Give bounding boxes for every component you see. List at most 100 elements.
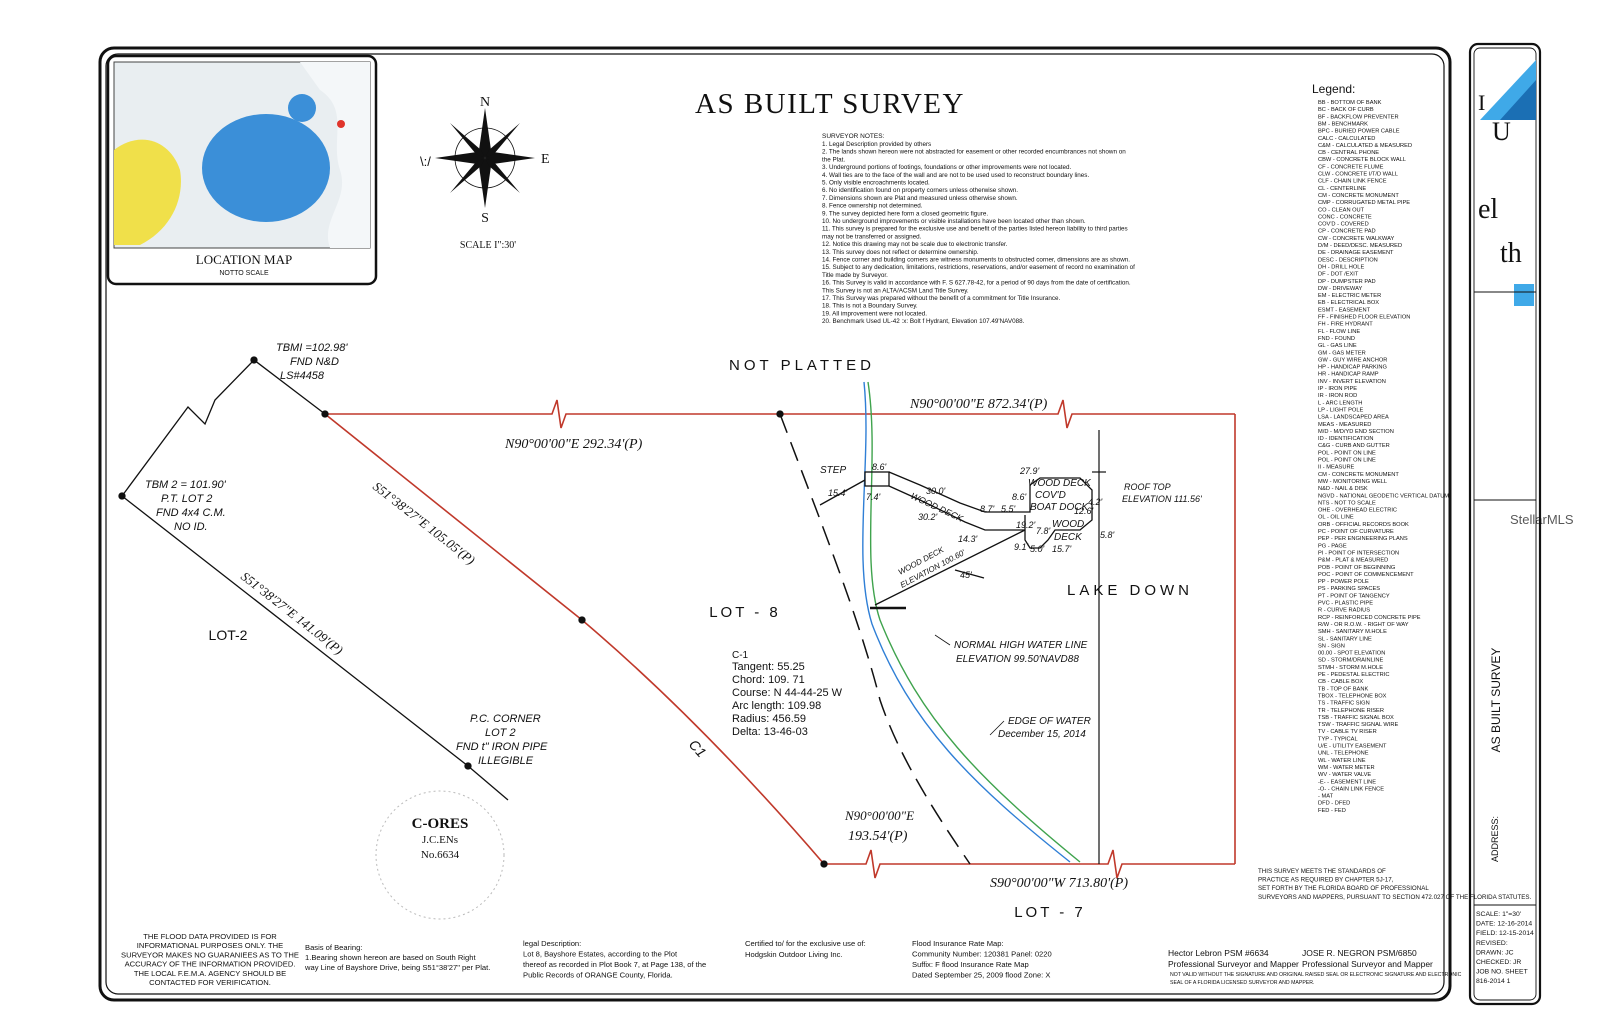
tbm2-line-1: TBM 2 = 101.90' — [145, 479, 227, 491]
logo-mark-2: U — [1492, 117, 1511, 146]
dock-dim-9: 8.6' — [1012, 492, 1027, 502]
flood-map-line-3: Suffix: F flood Insurance Rate Map — [912, 960, 1029, 969]
property-boundary — [324, 399, 1236, 879]
title-block-row-7: JOB NO. SHEET — [1476, 969, 1528, 976]
title-block-row-2: DATE: 12-16-2014 — [1476, 921, 1532, 928]
southwest-curve-line — [324, 413, 825, 865]
surveyor1-line-1: Hector Lebron PSM #6634 — [1168, 948, 1269, 958]
title-block-row-3: FIELD: 12-15-2014 — [1476, 930, 1534, 937]
seal-line-1: C-ORES — [412, 816, 469, 832]
legend-header: Legend: — [1312, 82, 1355, 96]
legend-line-44: LP - LIGHT POLE — [1318, 407, 1364, 413]
flood-map-line-2: Community Number: 120381 Panel: 0220 — [912, 950, 1052, 959]
legend-line-6: CALC - CALCULATED — [1318, 136, 1375, 142]
legend-line-73: RCP - REINFORCED CONCRETE PIPE — [1318, 615, 1421, 621]
flood-disclaimer-line-2: INFORMATIONAL PURPOSES ONLY. THE — [137, 941, 283, 950]
legend-line-18: COV'D - COVERED — [1318, 222, 1369, 228]
title-block-row-1: SCALE: 1"=30' — [1476, 911, 1521, 918]
legend-line-17: CONC - CONCRETE — [1318, 214, 1372, 220]
dock-dim-19: 45' — [960, 570, 972, 580]
bearing-south-left-2: 193.54'(P) — [848, 829, 908, 844]
legend-line-28: EM - ELECTRIC METER — [1318, 293, 1381, 299]
legend-line-72: R - CURVE RADIUS — [1318, 608, 1370, 614]
note-line-11: 10. No underground improvements or visib… — [822, 218, 1086, 225]
not-platted-label: NOT PLATTED — [729, 357, 875, 374]
legend-line-45: LSA - LANDSCAPED AREA — [1318, 415, 1389, 421]
dock-covd-3: BOAT DOCK — [1030, 502, 1089, 513]
compass-south: S — [481, 211, 489, 226]
legal-line-1: legal Description: — [523, 939, 581, 948]
note-line-9: 8. Fence ownership not determined. — [822, 203, 923, 210]
surveyor1-line-2: Professional Surveyor and Mapper — [1168, 959, 1299, 969]
legend-line-49: C&G - CURB AND GUTTER — [1318, 443, 1390, 449]
legend-line-3: BF - BACKFLOW PREVENTER — [1318, 114, 1399, 120]
basis-line-1: Basis of Bearing: — [305, 943, 362, 952]
nhwl-line-1: NORMAL HIGH WATER LINE — [954, 640, 1088, 651]
note-line-19: 16. This Survey is valid in accordance w… — [822, 280, 1131, 287]
dock-covd-1: WOOD DECK — [1028, 478, 1092, 489]
legal-description: legal Description:Lot 8, Bayshore Estate… — [523, 939, 706, 980]
title-block: I U el th AS BUILT SURVEY ADDRESS: SCALE… — [1468, 42, 1542, 1006]
dock-dim-12: 14.3' — [958, 534, 978, 544]
dock-dim-10: 19.2' — [1016, 520, 1036, 530]
legend-line-2: BC - BACK OF CURB — [1318, 107, 1374, 113]
footer: THE FLOOD DATA PROVIDED IS FORINFORMATIO… — [121, 868, 1531, 987]
standards-line-1: THIS SURVEY MEETS THE STANDARDS OF — [1258, 868, 1386, 875]
dock-dim-4: 30.0' — [926, 486, 946, 496]
flood-map-line-1: Flood Insurance Rate Map: — [912, 939, 1004, 948]
note-line-15: 13. This survey does not reflect or dete… — [822, 249, 979, 256]
edge-of-water-line — [862, 381, 1071, 863]
dock-dim-17: 4.2' — [1088, 497, 1103, 507]
tbm1-line-1: TBMI =102.98' — [276, 342, 348, 354]
legend-line-36: GM - GAS METER — [1318, 350, 1366, 356]
legend-line-62: PEP - PER ENGINEERING PLANS — [1318, 536, 1408, 542]
legend-line-7: C&M - CALCULATED & MEASURED — [1318, 143, 1412, 149]
surveyor2-line-2: Professional Surveyor and Mapper — [1302, 959, 1433, 969]
legend-line-89: TV - CABLE TV RISER — [1318, 729, 1377, 735]
standards-line-3: SET FORTH BY THE FLORIDA BOARD OF PROFES… — [1258, 885, 1429, 892]
note-line-24: 20. Benchmark Used UL-42 :x: Bolt f Hydr… — [822, 318, 1025, 325]
legend-line-100: FED - FED — [1318, 808, 1346, 814]
legend-line-46: MEAS - MEASURED — [1318, 422, 1371, 428]
south-boundary-line — [824, 849, 1235, 879]
legend-line-52: II - MEASURE — [1318, 465, 1355, 471]
curve-tangent: Tangent: 55.25 — [732, 661, 805, 673]
title-block-row-5: DRAWN: JC — [1476, 949, 1514, 956]
dock-dimensions: 8.6'15.4'7.4'30.0'30.2'27.9'8.7'5.5'8.6'… — [828, 462, 1115, 580]
tbm1-line-2: FND N&D — [290, 356, 339, 368]
tbm1-line-3: LS#4458 — [280, 370, 325, 382]
legend-line-27: DW - DRIVEWAY — [1318, 286, 1362, 292]
tbm2-line-3: FND 4x4 C.M. — [156, 507, 226, 519]
dock-dim-6: 27.9' — [1019, 466, 1040, 476]
tbm2-line-4: NO ID. — [174, 521, 208, 533]
pc-corner-block: P.C. CORNER LOT 2 FND t" IRON PIPE ILLEG… — [456, 713, 548, 767]
legend-line-74: R/W - OR R.O.W. - RIGHT OF WAY — [1318, 622, 1409, 628]
page-title: AS BUILT SURVEY — [695, 88, 965, 120]
location-map: LOCATION MAP NOTTO SCALE — [106, 54, 378, 286]
legend-line-55: N&D - NAIL & DISK — [1318, 486, 1368, 492]
basis-line-2: 1.Bearing shown hereon are based on Sout… — [305, 953, 476, 962]
legend-line-93: WL - WATER LINE — [1318, 758, 1366, 764]
seal-line-3: No.6634 — [421, 849, 460, 861]
flood-disclaimer-line-4: ACCURACY OF THE INFORMATION PROVIDED. — [125, 960, 296, 969]
pc-corner-line-1: P.C. CORNER — [470, 713, 541, 725]
note-line-12: 11. This survey is prepared for the excl… — [822, 226, 1128, 233]
title-block-row-4: REVISED: — [1476, 940, 1508, 947]
flood-disclaimer-line-6: CONTACTED FOR VERIFICATION. — [149, 978, 271, 987]
legend-line-58: OHE - OVERHEAD ELECTRIC — [1318, 508, 1397, 514]
validity-statement: NOT VALID WITHOUT THE SIGNATURE AND ORIG… — [1170, 972, 1462, 986]
dock-dim-8: 5.5' — [1001, 504, 1016, 514]
dock-step: STEP — [820, 465, 846, 476]
legend-line-76: SL - SANITARY LINE — [1318, 636, 1372, 642]
dock-dim-5: 30.2' — [918, 512, 938, 522]
legal-line-3: thereof as recorded in Plot Book 7, at P… — [523, 960, 706, 969]
notes-header: SURVEYOR NOTES: — [822, 133, 885, 140]
legend-line-10: CF - CONCRETE FLUME — [1318, 164, 1384, 170]
note-line-6: 5. Only visible encroachments located. — [822, 180, 930, 187]
curve-arc: Arc length: 109.98 — [732, 700, 821, 712]
compass-north: N — [480, 95, 490, 110]
north-boundary-line — [325, 399, 1235, 429]
address-label: ADDRESS: — [1490, 816, 1500, 862]
